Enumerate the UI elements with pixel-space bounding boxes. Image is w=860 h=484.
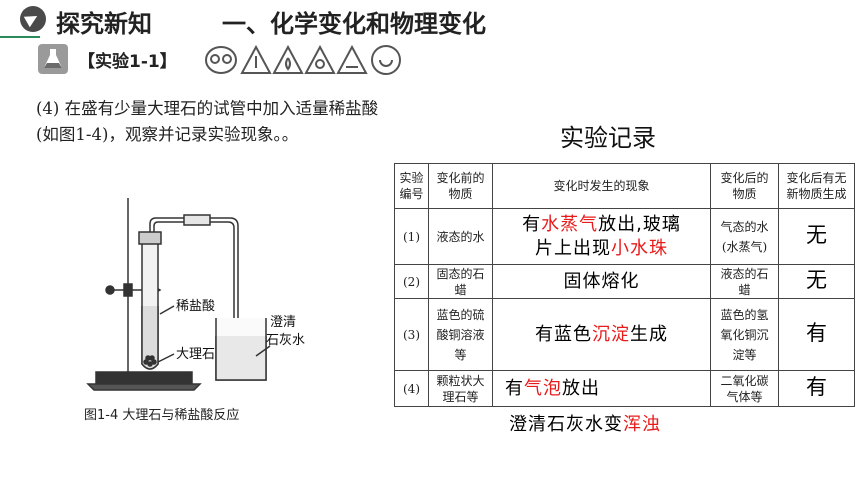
- cell-answer: 有: [778, 298, 855, 371]
- table-row: (2) 固态的石 蜡 固体熔化 液态的石 蜡 无: [394, 264, 855, 299]
- cell-after: 气态的水 (水蒸气): [710, 208, 779, 265]
- table-row: (1) 液态的水 有水蒸气放出,玻璃 片上出现小水珠 气态的水 (水蒸气) 无: [394, 208, 855, 265]
- table-header-row: 实验 编号 变化前的 物质 变化时发生的现象 变化后的 物质 变化后有无 新物质…: [394, 163, 855, 209]
- cell-after: 液态的石 蜡: [710, 264, 779, 299]
- section-title: 探究新知: [56, 10, 152, 38]
- header-underline: [0, 36, 40, 38]
- wash-hands-icon: [336, 44, 368, 74]
- experiment-label: 【实验1-1】: [78, 52, 177, 72]
- cell-num: (4): [394, 370, 429, 407]
- cell-phenomenon: 有蓝色沉淀生成: [492, 298, 711, 371]
- flask-icon: [38, 44, 68, 74]
- cell-num: (2): [394, 264, 429, 299]
- cell-answer: 无: [778, 208, 855, 265]
- label-limewater-1: 澄清: [270, 315, 296, 330]
- cell-phenomenon: 有气泡放出: [492, 370, 711, 407]
- header-after: 变化后的 物质: [710, 163, 779, 209]
- label-limewater-2: 石灰水: [266, 333, 305, 348]
- cell-num: (1): [394, 208, 429, 265]
- header-bar: 探究新知 一、化学变化和物理变化: [0, 0, 860, 40]
- cell-before: 颗粒状大 理石等: [428, 370, 493, 407]
- topic-title: 一、化学变化和物理变化: [222, 10, 486, 38]
- cell-answer: 有: [778, 370, 855, 407]
- instruction-text: (4) 在盛有少量大理石的试管中加入适量稀盐酸(如图1-4)，观察并记录实验现象…: [36, 99, 379, 144]
- record-title: 实验记录: [560, 124, 656, 152]
- cell-num: (3): [394, 298, 429, 371]
- label-marble: 大理石: [176, 347, 215, 362]
- cell-before: 液态的水: [428, 208, 493, 265]
- vent-icon: [304, 44, 336, 74]
- cell-before: 蓝色的硫 酸铜溶液 等: [428, 298, 493, 371]
- cell-answer: 无: [778, 264, 855, 299]
- cell-phenomenon: 有水蒸气放出,玻璃 片上出现小水珠: [492, 208, 711, 265]
- figure-caption: 图1-4 大理石与稀盐酸反应: [84, 408, 240, 423]
- cell-before: 固态的石 蜡: [428, 264, 493, 299]
- recycle-icon: [371, 45, 401, 75]
- apparatus-figure: 稀盐酸 大理石 澄清 石灰水: [86, 198, 305, 391]
- goggles-icon: [205, 46, 237, 74]
- header-new-substance: 变化后有无 新物质生成: [778, 163, 855, 209]
- record-table: 实验 编号 变化前的 物质 变化时发生的现象 变化后的 物质 变化后有无 新物质…: [394, 163, 855, 407]
- header-before: 变化前的 物质: [428, 163, 493, 209]
- label-acid: 稀盐酸: [176, 299, 215, 314]
- table-row: (3) 蓝色的硫 酸铜溶液 等 有蓝色沉淀生成 蓝色的氢 氧化铜沉 淀等 有: [394, 298, 855, 371]
- header-num: 实验 编号: [394, 163, 429, 209]
- play-arrow-icon: [20, 6, 46, 32]
- cell-after: 蓝色的氢 氧化铜沉 淀等: [710, 298, 779, 371]
- phenomenon-overflow: 澄清石灰水变浑浊: [509, 414, 661, 435]
- heat-icon: [240, 44, 272, 74]
- safety-icons: [205, 44, 401, 75]
- header-phenomenon: 变化时发生的现象: [492, 163, 711, 209]
- flame-icon: [272, 44, 304, 74]
- table-row: (4) 颗粒状大 理石等 有气泡放出 二氧化碳 气体等 有: [394, 370, 855, 407]
- cell-phenomenon: 固体熔化: [492, 264, 711, 299]
- cell-after: 二氧化碳 气体等: [710, 370, 779, 407]
